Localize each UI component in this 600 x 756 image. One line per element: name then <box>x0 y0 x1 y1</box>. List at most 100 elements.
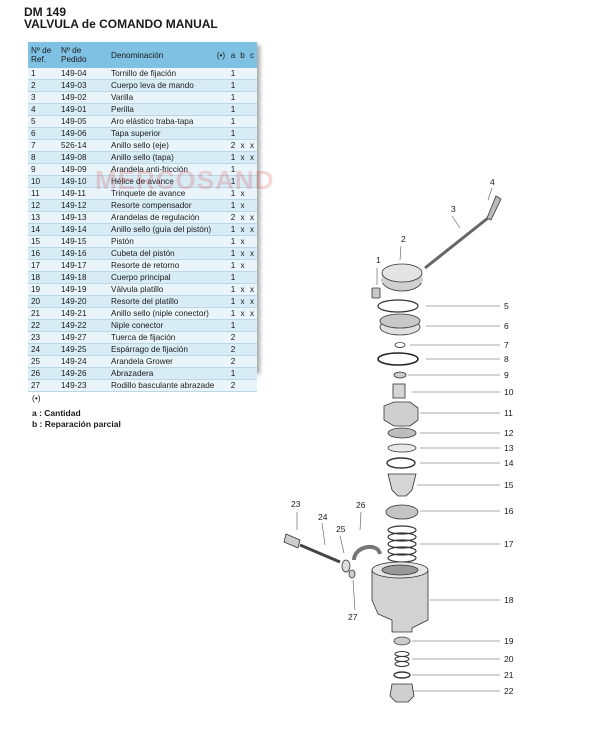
cell-ref: 4 <box>28 103 58 116</box>
cell-b <box>238 331 247 344</box>
cell-b: x <box>238 295 247 308</box>
cell-c: x <box>247 307 257 320</box>
cell-pedido: 149-19 <box>58 283 108 296</box>
cell-a: 1 <box>228 295 238 308</box>
cell-bullet <box>214 103 228 116</box>
page-title: VALVULA de COMANDO MANUAL <box>24 17 218 31</box>
cell-b <box>238 271 247 284</box>
cell-a: 2 <box>228 343 238 356</box>
cell-a: 1 <box>228 271 238 284</box>
cell-pedido: 149-24 <box>58 355 108 368</box>
cell-a: 1 <box>228 235 238 248</box>
cell-bullet <box>214 343 228 356</box>
cell-c: x <box>247 295 257 308</box>
cell-pedido: 149-09 <box>58 163 108 176</box>
cell-c <box>247 163 257 176</box>
cell-ref: 15 <box>28 235 58 248</box>
cell-b <box>238 103 247 116</box>
legend-symbol: (•) <box>32 393 41 403</box>
cell-bullet <box>214 355 228 368</box>
cell-pedido: 149-15 <box>58 235 108 248</box>
cell-bullet <box>214 379 228 392</box>
cell-b: x <box>238 151 247 164</box>
cell-pedido: 526-14 <box>58 139 108 152</box>
cell-a: 1 <box>228 115 238 128</box>
cell-denominacion: Tornillo de fijación <box>108 68 214 80</box>
cell-bullet <box>214 151 228 164</box>
legend-text-b: Reparación parcial <box>44 419 121 429</box>
cell-c <box>247 367 257 380</box>
cell-ref: 2 <box>28 79 58 92</box>
cell-b <box>238 68 247 80</box>
cell-ref: 11 <box>28 187 58 200</box>
cell-denominacion: Resorte de retorno <box>108 259 214 272</box>
cell-pedido: 149-17 <box>58 259 108 272</box>
cell-ref: 7 <box>28 139 58 152</box>
cell-bullet <box>214 79 228 92</box>
parts-table-container: Nº de Ref. Nº de Pedido Denominación (•)… <box>28 42 257 392</box>
cell-a: 1 <box>228 247 238 260</box>
cell-bullet <box>214 68 228 80</box>
cell-ref: 26 <box>28 367 58 380</box>
cell-pedido: 149-20 <box>58 295 108 308</box>
model-code: DM 149 <box>24 5 67 19</box>
legend-key-a: a : <box>32 408 42 418</box>
callout-number: 10 <box>504 387 514 397</box>
cell-c <box>247 235 257 248</box>
cell-ref: 16 <box>28 247 58 260</box>
cell-pedido: 149-12 <box>58 199 108 212</box>
cell-pedido: 149-25 <box>58 343 108 356</box>
callout-number: 8 <box>504 354 509 364</box>
cell-ref: 18 <box>28 271 58 284</box>
cell-a: 1 <box>228 79 238 92</box>
cell-ref: 24 <box>28 343 58 356</box>
callout-number: 6 <box>504 321 509 331</box>
callout-number: 3 <box>451 204 456 214</box>
callout-number: 19 <box>504 636 514 646</box>
cell-pedido: 149-02 <box>58 91 108 104</box>
cell-ref: 6 <box>28 127 58 140</box>
cell-denominacion: Arandela Grower <box>108 355 214 368</box>
cell-a: 1 <box>228 127 238 140</box>
cell-c <box>247 259 257 272</box>
cell-ref: 27 <box>28 379 58 392</box>
cell-a: 2 <box>228 331 238 344</box>
cell-bullet <box>214 187 228 200</box>
cell-pedido: 149-16 <box>58 247 108 260</box>
column-header-pedido: Nº de Pedido <box>58 42 108 68</box>
cell-c: x <box>247 151 257 164</box>
cell-denominacion: Arandela anti-fricción <box>108 163 214 176</box>
cell-pedido: 149-26 <box>58 367 108 380</box>
callout-number: 14 <box>504 458 514 468</box>
exploded-view-diagram: 1234567891011121314151617181920212223242… <box>283 177 514 703</box>
cell-denominacion: Cubeta del pistón <box>108 247 214 260</box>
cell-denominacion: Cuerpo principal <box>108 271 214 284</box>
callout-number: 22 <box>504 686 514 696</box>
cell-denominacion: Perilla <box>108 103 214 116</box>
cell-a: 1 <box>228 259 238 272</box>
cell-pedido: 149-11 <box>58 187 108 200</box>
cell-c <box>247 68 257 80</box>
cell-b: x <box>238 223 247 236</box>
cell-pedido: 149-13 <box>58 211 108 224</box>
cell-bullet <box>214 163 228 176</box>
callout-number: 21 <box>504 670 514 680</box>
cell-b <box>238 79 247 92</box>
callout-number: 7 <box>504 340 509 350</box>
callout-number: 4 <box>490 177 495 187</box>
cell-ref: 25 <box>28 355 58 368</box>
callout-number: 5 <box>504 301 509 311</box>
